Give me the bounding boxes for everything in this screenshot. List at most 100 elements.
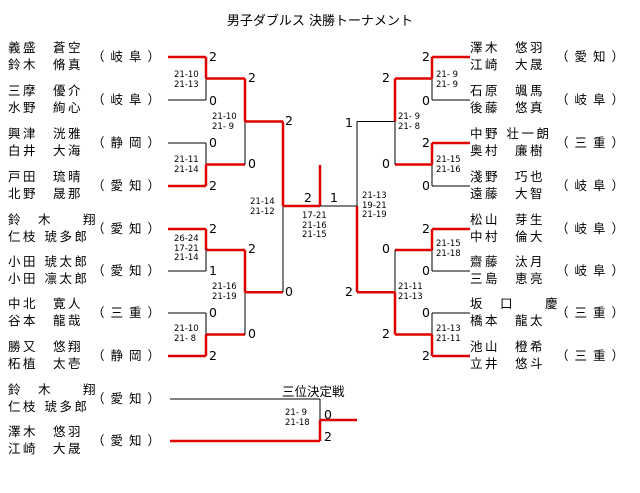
- left-entry-1-player-1: 義盛 蒼空: [8, 40, 84, 55]
- right-r1-m1-score-bottom: 0: [422, 93, 430, 108]
- left-r3-score-bottom: 0: [285, 284, 293, 299]
- left-r1-m2-score-bottom: 2: [209, 178, 217, 193]
- left-r1-m4-games: 21-10 21- 8: [174, 324, 199, 344]
- left-r1-m4-score-bottom: 2: [209, 348, 217, 363]
- left-r1-m3-score-top: 2: [209, 221, 217, 236]
- right-entry-8-player-2: 立井 悠斗: [470, 356, 546, 371]
- left-r1-m4-score-top: 0: [209, 305, 217, 320]
- right-entry-7-player-2: 橋本 龍太: [470, 313, 546, 328]
- left-entry-7-prefecture: （三重）: [92, 305, 167, 320]
- left-entry-7-player-1: 中北 寛人: [8, 296, 84, 311]
- right-entry-2-player-1: 石原 颯馬: [470, 83, 546, 98]
- left-entry-5-prefecture: （愛知）: [92, 221, 167, 236]
- left-entry-7-player-2: 谷本 龍哉: [8, 313, 84, 328]
- third-entry-2-player-2: 江崎 大晟: [8, 441, 84, 456]
- right-r1-m4-score-top: 0: [422, 305, 430, 320]
- left-entry-8-player-2: 柘植 太壱: [8, 356, 84, 371]
- final-score-left: 2: [304, 190, 312, 205]
- left-entry-5-player-1: 鈴 木 翔: [8, 212, 99, 227]
- right-r1-m1-games: 21- 9 21- 9: [436, 70, 458, 90]
- left-r1-m3-games: 26-24 17-21 21-14: [174, 234, 199, 263]
- third-place-title: 三位決定戦: [282, 384, 345, 399]
- right-r1-m4-score-bottom: 2: [422, 348, 430, 363]
- right-entry-4-player-2: 遠藤 大智: [470, 186, 546, 201]
- final-score-right: 1: [330, 190, 338, 205]
- right-entry-5-player-1: 松山 芽生: [470, 212, 546, 227]
- right-entry-5-prefecture: （岐阜）: [556, 221, 631, 236]
- third-score-bottom: 2: [324, 429, 332, 444]
- left-entry-3-prefecture: （静岡）: [92, 135, 167, 150]
- right-r3-score-top: 1: [345, 115, 353, 130]
- right-r1-m2-games: 21-15 21-16: [436, 155, 461, 175]
- right-entry-3-prefecture: （三重）: [556, 135, 631, 150]
- third-entry-2-player-1: 澤木 悠羽: [8, 424, 84, 439]
- right-r2-m1-games: 21- 9 21- 8: [398, 112, 420, 132]
- left-r1-m3-score-bottom: 1: [209, 263, 217, 278]
- left-r2-m1-score-top: 2: [248, 70, 256, 85]
- right-entry-3-player-1: 中野 壮一朗: [470, 126, 552, 141]
- right-r1-m3-score-bottom: 0: [422, 263, 430, 278]
- right-entry-5-player-2: 中村 倫大: [470, 229, 546, 244]
- third-score-top: 0: [324, 407, 332, 422]
- left-entry-2-prefecture: （岐阜）: [92, 92, 167, 107]
- right-r1-m4-games: 21-13 21-11: [436, 324, 461, 344]
- left-r3-score-top: 2: [285, 113, 293, 128]
- left-r2-m2-games: 21-16 21-19: [212, 282, 237, 302]
- right-entry-8-player-1: 池山 橙希: [470, 339, 546, 354]
- right-r2-m2-score-bottom: 2: [382, 326, 390, 341]
- right-entry-3-player-2: 奥村 廉樹: [470, 143, 546, 158]
- left-entry-5-player-2: 仁枝 琥多郎: [8, 229, 90, 244]
- right-entry-4-player-1: 淺野 巧也: [470, 169, 546, 184]
- third-entry-1-prefecture: （愛知）: [92, 391, 167, 406]
- left-r3-games: 21-14 21-12: [250, 197, 275, 217]
- right-r2-m1-score-bottom: 0: [382, 156, 390, 171]
- right-entry-1-player-1: 澤木 悠羽: [470, 40, 546, 55]
- right-entry-4-prefecture: （岐阜）: [556, 178, 631, 193]
- left-entry-3-player-2: 白井 大海: [8, 143, 84, 158]
- page-title: 男子ダブルス 決勝トーナメント: [226, 14, 414, 29]
- left-r2-m1-score-bottom: 0: [248, 156, 256, 171]
- right-entry-7-player-1: 坂 口 慶: [470, 296, 561, 311]
- right-entry-1-player-2: 江崎 大晟: [470, 57, 546, 72]
- right-entry-2-player-2: 後藤 悠真: [470, 100, 546, 115]
- right-r1-m3-score-top: 2: [422, 221, 430, 236]
- right-r1-m3-games: 21-15 21-18: [436, 239, 461, 259]
- left-entry-6-prefecture: （愛知）: [92, 263, 167, 278]
- left-entry-6-player-1: 小田 琥太郎: [8, 254, 90, 269]
- left-r1-m1-score-top: 2: [209, 49, 217, 64]
- left-r1-m1-games: 21-10 21-13: [174, 70, 199, 90]
- left-entry-2-player-2: 水野 絢心: [8, 100, 84, 115]
- left-entry-4-player-2: 北野 晟那: [8, 186, 84, 201]
- right-entry-1-prefecture: （愛知）: [556, 49, 631, 64]
- right-entry-6-player-2: 三島 恵亮: [470, 271, 546, 286]
- right-r1-m1-score-top: 2: [422, 49, 430, 64]
- right-entry-6-player-1: 齋藤 汰月: [470, 254, 546, 269]
- right-entry-2-prefecture: （岐阜）: [556, 92, 631, 107]
- right-r2-m2-games: 21-11 21-13: [398, 282, 423, 302]
- left-entry-1-player-2: 鈴木 脩真: [8, 57, 84, 72]
- right-r1-m2-score-top: 2: [422, 135, 430, 150]
- left-r1-m2-score-top: 0: [209, 135, 217, 150]
- left-r1-m2-games: 21-11 21-14: [174, 155, 199, 175]
- right-r3-score-bottom: 2: [345, 284, 353, 299]
- right-r2-m1-score-top: 2: [382, 70, 390, 85]
- left-entry-4-player-1: 戸田 琉晴: [8, 169, 84, 184]
- right-entry-6-prefecture: （岐阜）: [556, 263, 631, 278]
- right-r3-games: 21-13 19-21 21-19: [362, 191, 387, 220]
- right-r1-m2-score-bottom: 0: [422, 178, 430, 193]
- final-games: 17-21 21-16 21-15: [302, 211, 327, 240]
- right-r2-m2-score-top: 0: [382, 241, 390, 256]
- left-r2-m2-score-top: 2: [248, 241, 256, 256]
- left-r2-m2-score-bottom: 0: [248, 326, 256, 341]
- right-entry-7-prefecture: （三重）: [556, 305, 631, 320]
- third-games: 21- 9 21-18: [285, 408, 310, 428]
- left-entry-3-player-1: 興津 洸雅: [8, 126, 84, 141]
- third-entry-1-player-1: 鈴 木 翔: [8, 382, 99, 397]
- left-entry-8-prefecture: （静岡）: [92, 348, 167, 363]
- left-r2-m1-games: 21-10 21- 9: [212, 112, 237, 132]
- left-entry-6-player-2: 小田 凛太郎: [8, 271, 90, 286]
- third-entry-1-player-2: 仁枝 琥多郎: [8, 399, 90, 414]
- left-entry-4-prefecture: （愛知）: [92, 178, 167, 193]
